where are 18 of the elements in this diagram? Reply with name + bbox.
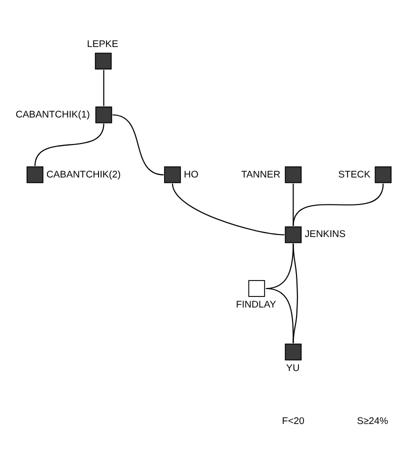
node-label: STECK	[338, 169, 371, 180]
node-label: TANNER	[241, 169, 280, 180]
node-label: JENKINS	[304, 229, 346, 240]
node-label: CABANTCHIK(2)	[46, 169, 121, 180]
label: F<20	[282, 416, 304, 428]
node-label: FINDLAY	[236, 300, 276, 311]
node-label: LEPKE	[86, 38, 118, 50]
node-label: YU	[286, 363, 300, 374]
connector	[112, 114, 164, 176]
label: S≥24%	[356, 416, 388, 428]
connector	[266, 288, 294, 344]
connector	[292, 184, 384, 226]
node-label: CABANTCHIK(1)	[16, 109, 90, 120]
connector	[34, 124, 104, 166]
connector	[172, 183, 284, 236]
connector	[103, 70, 104, 106]
node-label: HO	[184, 169, 198, 180]
connector	[292, 184, 294, 226]
